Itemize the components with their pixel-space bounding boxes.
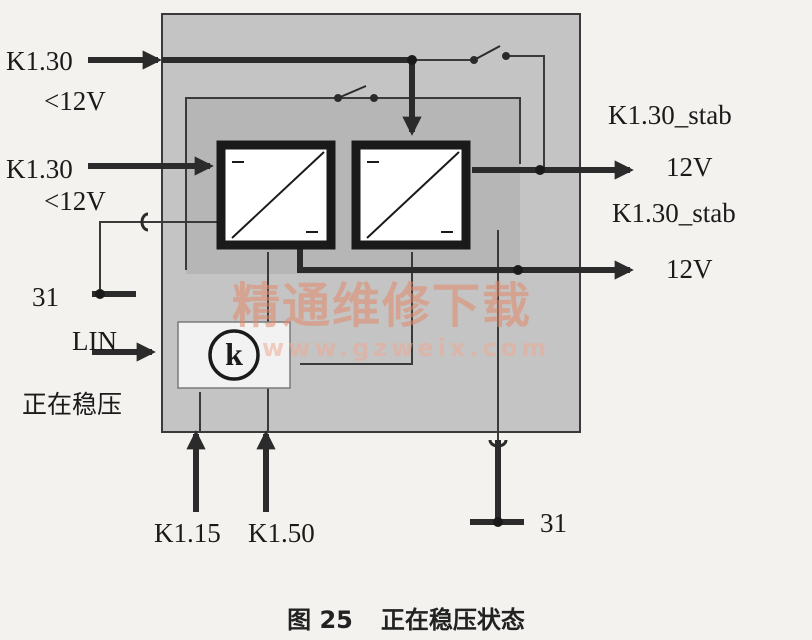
figure-title: 正在稳压状态 bbox=[380, 606, 525, 634]
figure-caption: 图 25 正在稳压状态 bbox=[0, 600, 812, 635]
switch-mid bbox=[334, 85, 378, 102]
connector-cup-left bbox=[140, 212, 149, 232]
label-output-12v-bottom: 12V bbox=[666, 254, 713, 284]
label-ground-bottom: 31 bbox=[540, 508, 567, 538]
label-k130-mid: K1.30 bbox=[6, 154, 73, 184]
label-lin: LIN bbox=[72, 326, 117, 356]
figure-number: 图 25 bbox=[287, 606, 353, 634]
watermark-text: 精通维修下载 bbox=[232, 278, 533, 334]
label-k130-top: K1.30 bbox=[6, 46, 73, 76]
internal-wiring bbox=[99, 55, 545, 440]
label-k115: K1.15 bbox=[154, 518, 221, 548]
connector-cup-bottom bbox=[488, 439, 508, 448]
label-lt12v-mid: <12V bbox=[44, 186, 106, 216]
dc-converter-1 bbox=[216, 140, 336, 250]
label-output-stab-bottom: K1.30_stab bbox=[612, 198, 736, 228]
controller-box bbox=[177, 321, 291, 389]
circuit-diagram: k bbox=[88, 13, 634, 527]
label-output-12v-top: 12V bbox=[666, 152, 713, 182]
switch-top bbox=[470, 45, 510, 64]
label-status: 正在稳压 bbox=[22, 390, 123, 419]
watermark-url: www.gzweix.com bbox=[262, 334, 551, 362]
label-ground-left: 31 bbox=[32, 282, 59, 312]
label-k150: K1.50 bbox=[248, 518, 315, 548]
controller-symbol: k bbox=[225, 336, 243, 372]
label-lt12v-top: <12V bbox=[44, 86, 106, 116]
junction-dots bbox=[95, 55, 545, 527]
dc-converter-2 bbox=[351, 140, 471, 250]
label-output-stab-top: K1.30_stab bbox=[608, 100, 732, 130]
